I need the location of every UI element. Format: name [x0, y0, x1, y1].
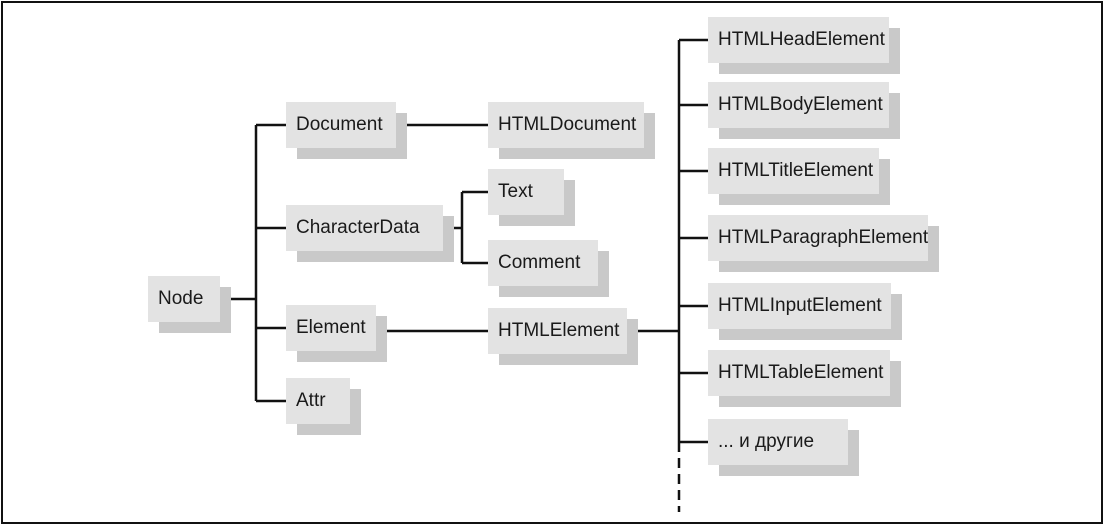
node-attr: Attr: [286, 378, 350, 424]
node-element: Element: [286, 305, 376, 351]
node-htmlbodyelement: HTMLBodyElement: [708, 82, 889, 128]
node-others: ... и другие: [708, 419, 848, 465]
node-htmltitleelement: HTMLTitleElement: [708, 148, 879, 194]
node-htmlelement: HTMLElement: [488, 308, 627, 354]
node-document: Document: [286, 102, 396, 148]
node-htmldocument: HTMLDocument: [488, 102, 644, 148]
node-htmlheadelement: HTMLHeadElement: [708, 17, 889, 63]
node-htmlinputelement: HTMLInputElement: [708, 283, 891, 329]
node-characterdata: CharacterData: [286, 205, 443, 251]
node-htmlparagraphelement: HTMLParagraphElement: [708, 215, 928, 261]
node-text: Text: [488, 169, 564, 215]
node-htmltableelement: HTMLTableElement: [708, 350, 890, 396]
node-node: Node: [148, 276, 220, 322]
node-comment: Comment: [488, 240, 598, 286]
